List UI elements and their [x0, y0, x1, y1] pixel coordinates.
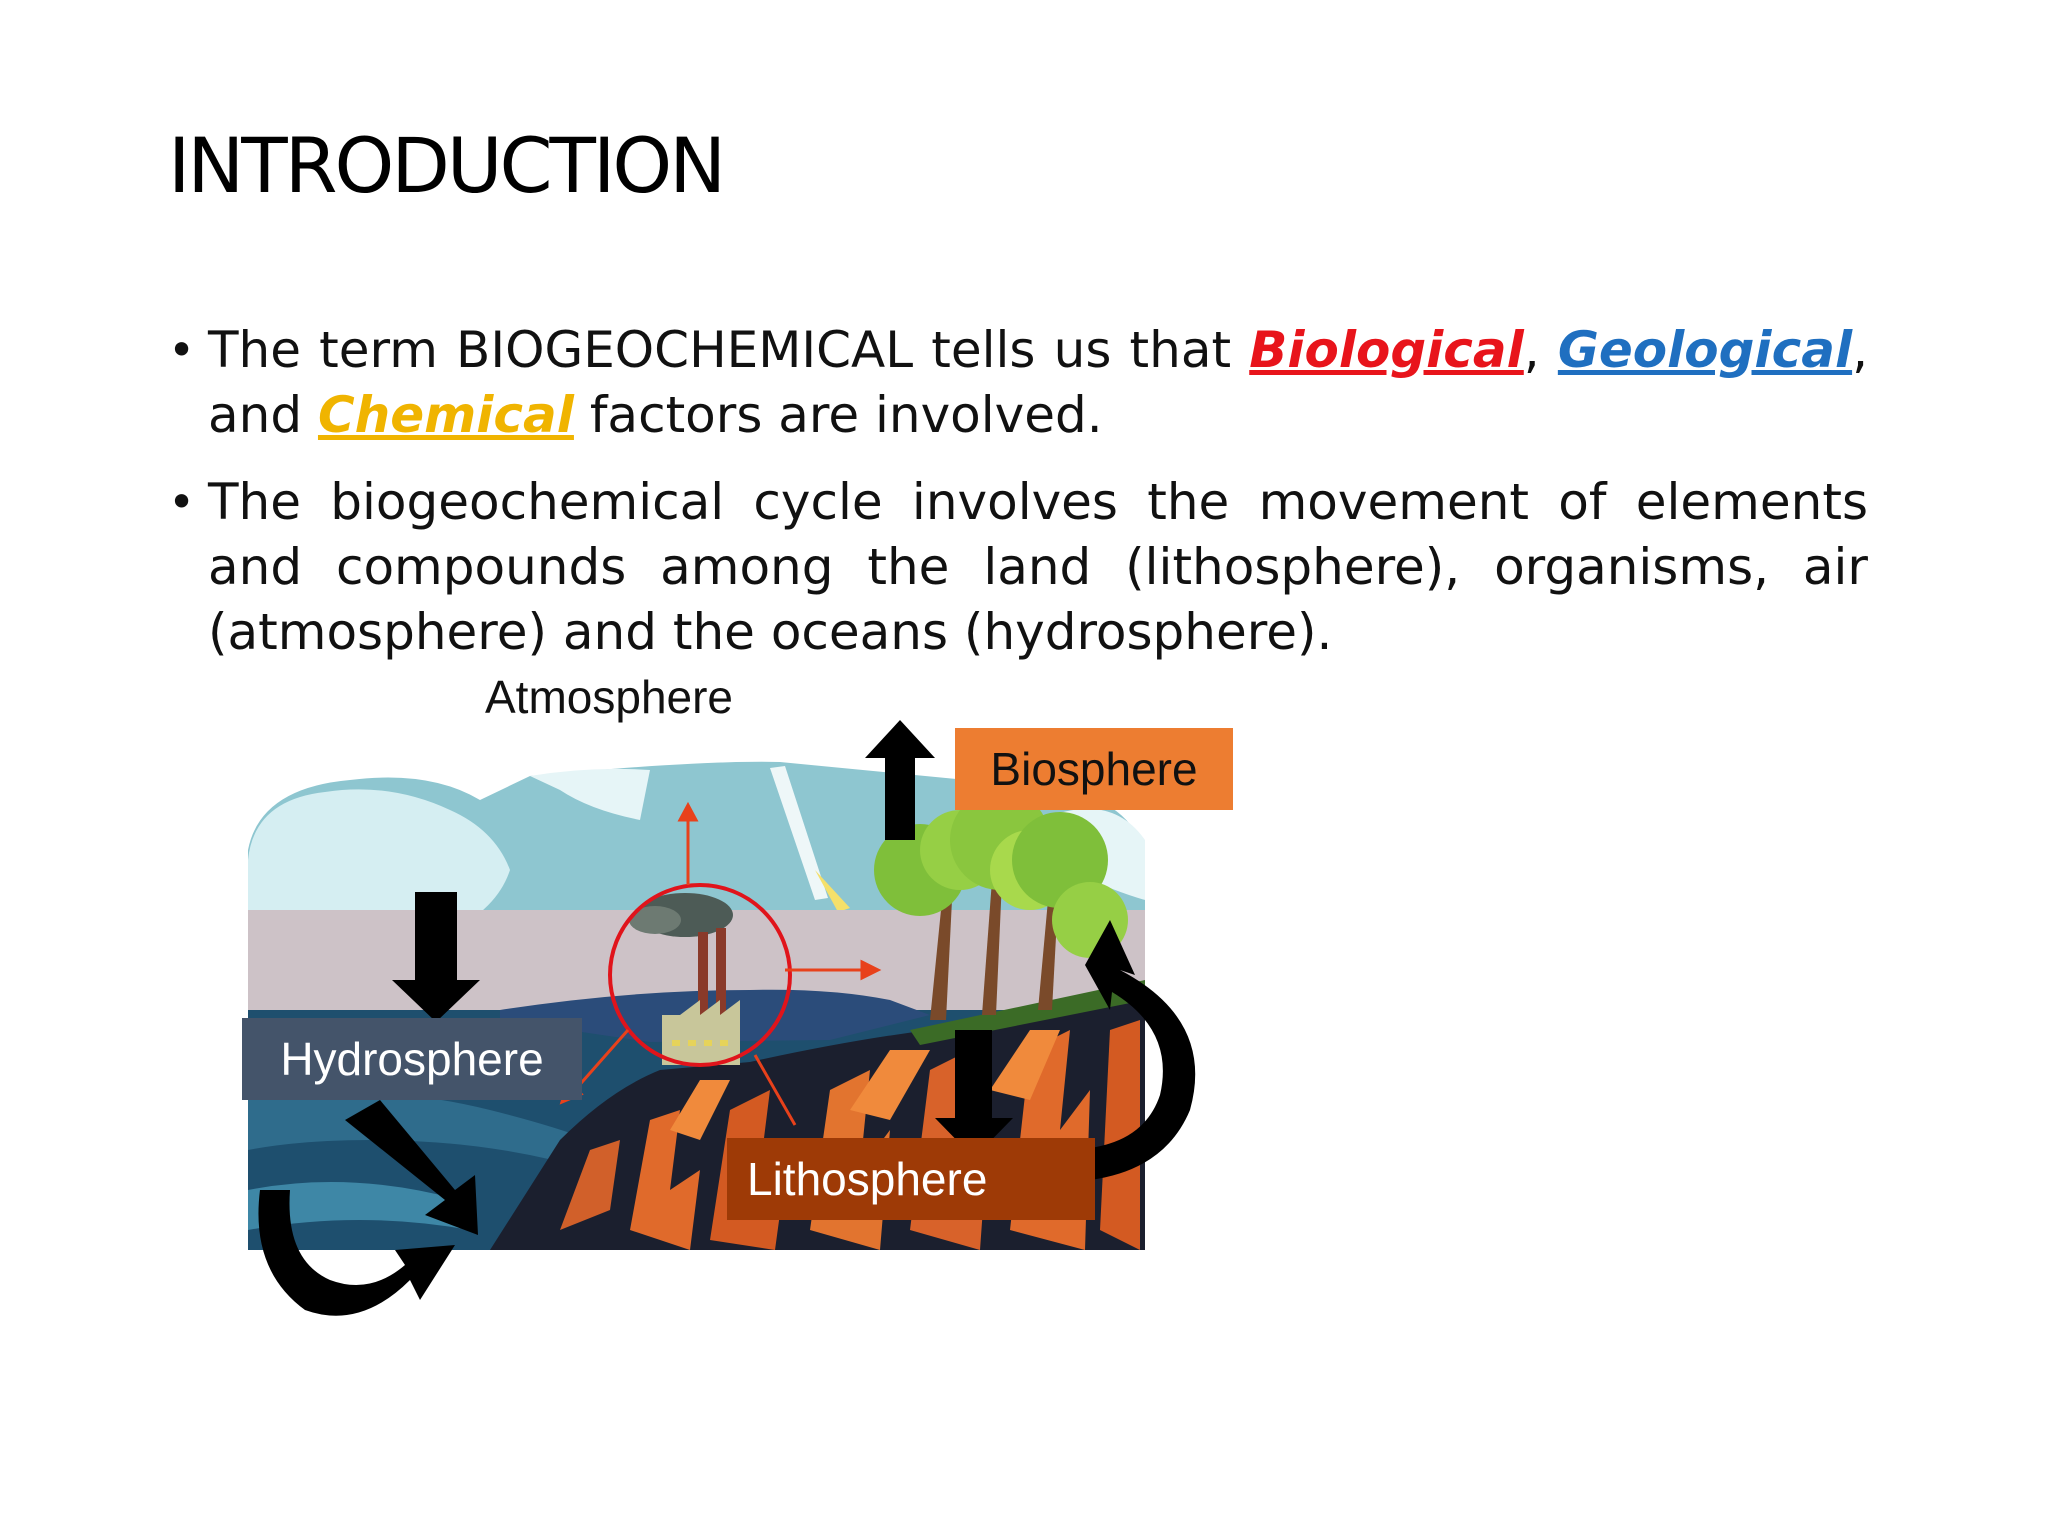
bullet-list: • The term BIOGEOCHEMICAL tells us that …: [168, 318, 1868, 687]
cloud: [248, 789, 510, 920]
emission-circle: [608, 883, 792, 1067]
flow-arrow-icon: [345, 720, 1013, 1235]
diagram-illustration: [248, 720, 1196, 1316]
factory-icon: [629, 893, 740, 1065]
bullet-marker: •: [168, 475, 196, 529]
label-biosphere: Biosphere: [955, 728, 1233, 810]
bullet-item-2: • The biogeochemical cycle involves the …: [168, 470, 1868, 665]
bullet-marker: •: [168, 323, 196, 377]
cycle-arrow-icon: [258, 920, 1196, 1316]
label-hydrosphere: Hydrosphere: [242, 1018, 582, 1100]
separator: , and: [208, 321, 1868, 444]
bullet-text-prefix: The term BIOGEOCHEMICAL tells us that: [208, 321, 1250, 379]
cloud: [530, 768, 650, 820]
term-biological: Biological: [1249, 321, 1524, 379]
biogeochemical-diagram: Atmosphere Biosphere Hydrosphere Lithosp…: [230, 670, 1250, 1330]
term-chemical: Chemical: [317, 386, 574, 444]
bullet-item-1: • The term BIOGEOCHEMICAL tells us that …: [168, 318, 1868, 448]
term-geological: Geological: [1557, 321, 1853, 379]
separator: ,: [1523, 321, 1558, 379]
bullet-text-suffix: factors are involved.: [573, 386, 1103, 444]
label-atmosphere: Atmosphere: [485, 671, 734, 723]
bullet-text: The biogeochemical cycle involves the mo…: [208, 473, 1868, 661]
label-lithosphere: Lithosphere: [727, 1138, 1095, 1220]
page-title: INTRODUCTION: [168, 121, 726, 210]
